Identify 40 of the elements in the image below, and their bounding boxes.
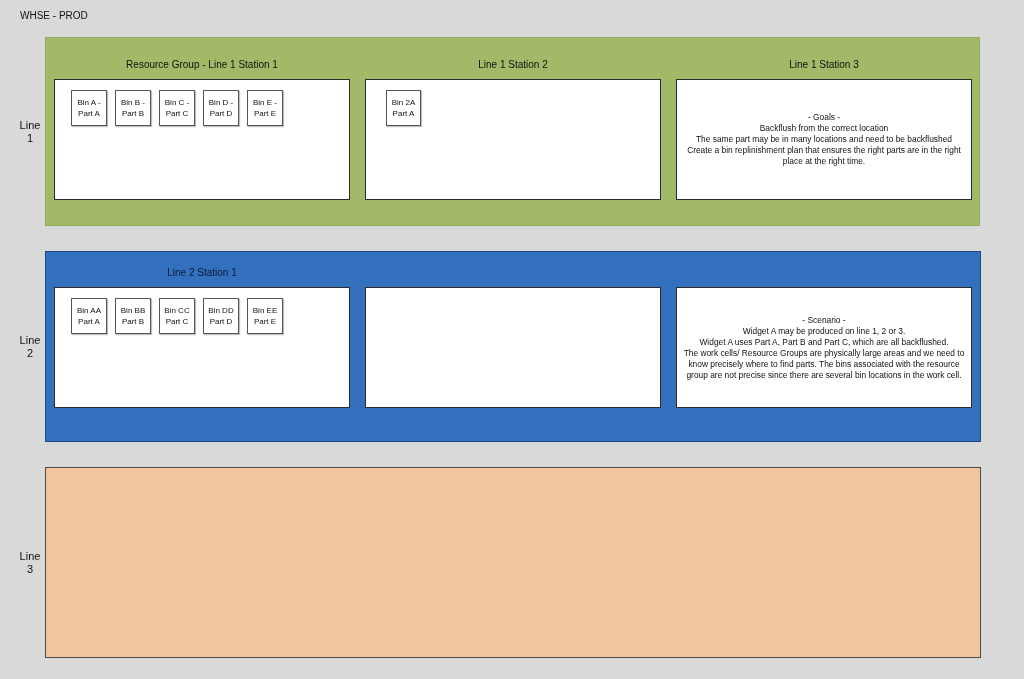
- line-label: Line 3: [18, 549, 42, 576]
- station-heading: Line 1 Station 3: [788, 59, 860, 71]
- bin-box: [71, 298, 107, 334]
- bin-label: Bin CC Part C: [163, 305, 191, 327]
- bin-label: Bin A - Part A: [76, 97, 102, 119]
- bin-label: Bin BB Part B: [119, 305, 147, 327]
- station-heading: Line 2 Station 1: [166, 267, 238, 279]
- station-heading: Line 1 Station 2: [477, 59, 549, 71]
- bin-box: [203, 298, 239, 334]
- bin-label: Bin EE Part E: [251, 305, 279, 327]
- note-text: Widget A uses Part A, Part B and Part C, which are all backflushed.: [699, 336, 949, 348]
- station-box: [365, 287, 661, 408]
- bin-box: [203, 90, 239, 126]
- note-text: The work cells/ Resource Groups are physically large areas and we need to know precisely where to find parts. The bins associated with the resource group are not precise since there are several bin locations in the work cell.: [682, 347, 966, 381]
- station-heading: Resource Group - Line 1 Station 1: [125, 59, 279, 71]
- note-text: - Goals -: [807, 112, 841, 123]
- bin-box: [159, 298, 195, 334]
- bin-box: [247, 90, 283, 126]
- note-text: Widget A may be produced on line 1, 2 or 3.: [742, 325, 906, 337]
- bin-label: Bin DD Part D: [207, 305, 235, 327]
- bin-label: Bin 2A Part A: [390, 97, 417, 119]
- bin-box: [115, 90, 151, 126]
- note-text: Create a bin replinishment plan that ensures the right parts are in the right place at the right time.: [686, 145, 962, 167]
- note-text: - Scenario -: [802, 314, 846, 326]
- bin-box: [247, 298, 283, 334]
- station-box: [676, 287, 972, 408]
- bin-label: Bin C - Part C: [163, 97, 191, 119]
- bin-box: [386, 90, 421, 126]
- bin-box: [159, 90, 195, 126]
- line-label: Line 1: [18, 118, 42, 145]
- bin-box: [115, 298, 151, 334]
- page-title: WHSE - PROD: [20, 10, 88, 22]
- bin-label: Bin D - Part D: [207, 97, 235, 119]
- bin-box: [71, 90, 107, 126]
- bin-label: Bin B - Part B: [120, 97, 146, 119]
- bin-label: Bin AA Part A: [76, 305, 102, 327]
- note-text: Backflush from the correct location: [759, 123, 889, 134]
- bin-label: Bin E - Part E: [252, 97, 278, 119]
- note-text: The same part may be in many locations and need to be backflushed: [695, 134, 953, 145]
- line-label: Line 2: [18, 333, 42, 360]
